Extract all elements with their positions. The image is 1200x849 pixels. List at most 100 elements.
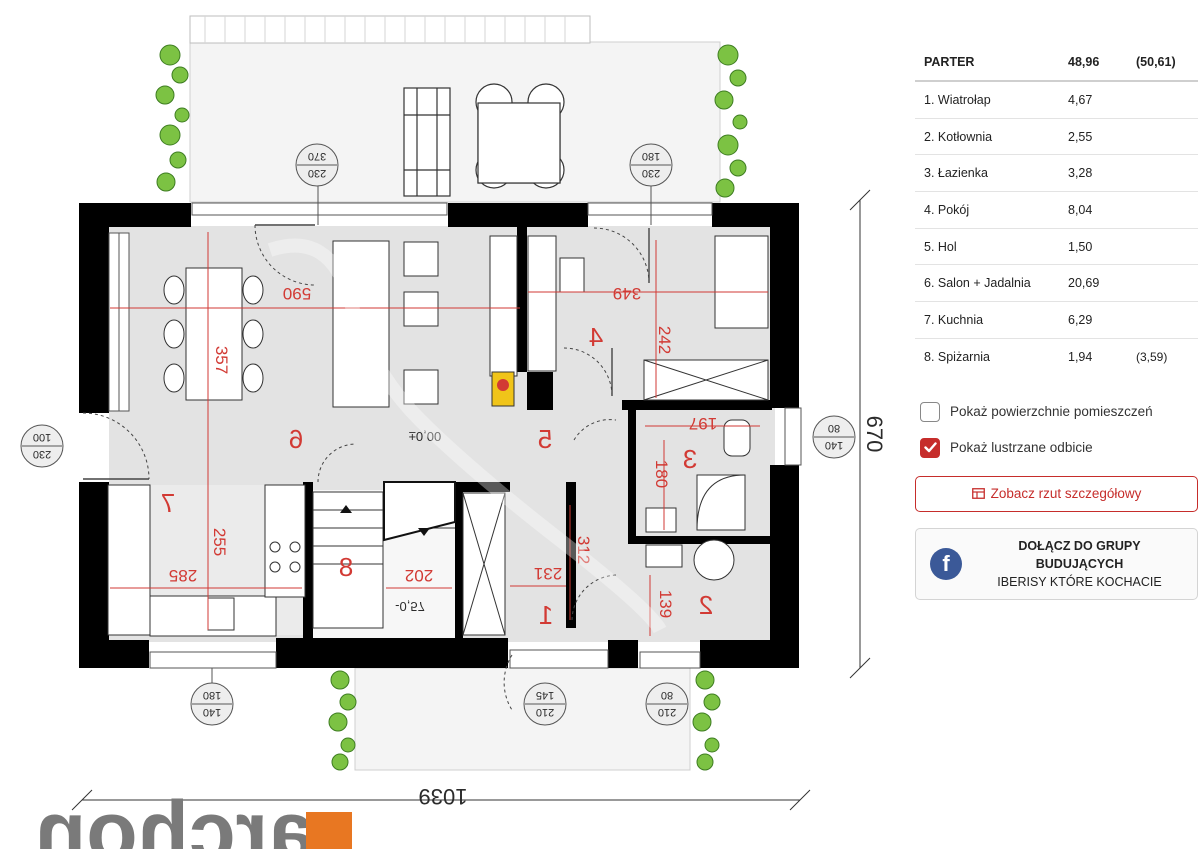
table-row: 1. Wiatrołap 4,67 — [915, 81, 1198, 119]
room-area: 8,04 — [1068, 191, 1136, 229]
room-number-6: 6 — [289, 424, 303, 454]
facebook-line-1: DOŁĄCZ DO GRUPY — [1018, 538, 1141, 553]
room-area-table: PARTER 48,96 (50,61) 1. Wiatrołap 4,67 2… — [915, 44, 1198, 375]
table-row: 6. Salon + Jadalnia 20,69 — [915, 264, 1198, 303]
table-row: 3. Łazienka 3,28 — [915, 154, 1198, 193]
floor-area-extra: (50,61) — [1136, 44, 1198, 82]
room-area-extra — [1136, 118, 1198, 156]
facebook-group-banner[interactable]: f DOŁĄCZ DO GRUPY BUDUJĄCYCH IBERISY KTÓ… — [915, 527, 1198, 600]
facebook-line-2: BUDUJĄCYCH — [1035, 556, 1124, 571]
mirror-checkbox[interactable] — [920, 437, 940, 458]
table-header-row: PARTER 48,96 (50,61) — [915, 44, 1198, 82]
table-row: 4. Pokój 8,04 — [915, 191, 1198, 229]
room-area-extra: (3,59) — [1136, 349, 1168, 364]
facebook-icon: f — [930, 547, 962, 580]
level-stair: -0,57 — [395, 599, 425, 614]
check-icon — [923, 442, 937, 453]
opening-6-bottom: 210 — [536, 706, 554, 718]
table-row: 2. Kotłownia 2,55 — [915, 118, 1198, 156]
room-area-extra — [1136, 264, 1198, 303]
mirror-label: Pokaż lustrzane odbicie — [950, 440, 1093, 455]
dim-242: 242 — [655, 326, 674, 354]
dim-255: 255 — [210, 528, 229, 556]
opening-labels: 370 230 180 230 100 230 80 140 180 1 — [20, 143, 856, 726]
room-number-5: 5 — [538, 424, 552, 454]
show-areas-label: Pokaż powierzchnie pomieszczeń — [950, 404, 1153, 419]
terrace-furniture — [403, 83, 565, 197]
dim-285: 285 — [169, 566, 197, 585]
facebook-line-3: IBERISY KTÓRE KOCHACIE — [997, 574, 1162, 589]
opening-7-bottom: 210 — [658, 706, 676, 718]
room-area: 4,67 — [1068, 81, 1136, 119]
plants — [155, 44, 748, 771]
opening-5-top: 180 — [203, 689, 221, 701]
opening-6-top: 145 — [536, 689, 554, 701]
room-area: 1,50 — [1068, 228, 1136, 266]
opening-1-bottom: 230 — [308, 167, 326, 179]
archon-logo: archon — [35, 784, 352, 849]
table-row: 5. Hol 1,50 — [915, 228, 1198, 266]
opening-5-bottom: 140 — [203, 706, 221, 718]
dim-139: 139 — [656, 590, 675, 618]
room-area: 3,28 — [1068, 154, 1136, 193]
room-area-extra — [1136, 228, 1198, 266]
dim-357: 357 — [212, 346, 231, 374]
room-name: 5. Hol — [915, 228, 1068, 266]
opening-4-bottom: 140 — [825, 439, 843, 451]
room-area: 6,29 — [1068, 301, 1136, 339]
floor-area: 48,96 — [1068, 44, 1136, 82]
show-areas-checkbox[interactable] — [920, 401, 940, 422]
opening-3-bottom: 230 — [33, 448, 51, 460]
detailed-plan-button[interactable]: Zobacz rzut szczegółowy — [915, 475, 1198, 512]
dim-349: 349 — [613, 284, 641, 303]
dim-197: 197 — [689, 414, 717, 433]
room-name: 8. Spiżarnia — [924, 349, 991, 364]
total-width: 1039 — [419, 784, 468, 809]
opening-2-bottom: 230 — [642, 167, 660, 179]
svg-text:archon: archon — [35, 784, 315, 849]
room-area: 2,55 — [1068, 118, 1136, 156]
room-name: 3. Łazienka — [915, 154, 1068, 193]
plan-icon — [971, 488, 985, 499]
room-name: 4. Pokój — [915, 191, 1068, 229]
table-row: 7. Kuchnia 6,29 — [915, 301, 1198, 339]
dim-590: 590 — [283, 284, 311, 303]
dim-202: 202 — [405, 566, 433, 585]
table-row: 8. Spiżarnia 1,94 (3,59) — [915, 338, 1198, 374]
side-panel: PARTER 48,96 (50,61) 1. Wiatrołap 4,67 2… — [915, 44, 1198, 600]
show-areas-option[interactable]: Pokaż powierzchnie pomieszczeń — [915, 394, 1198, 430]
room-name: 2. Kotłownia — [915, 118, 1068, 156]
dim-312: 312 — [574, 536, 593, 564]
walls — [79, 203, 799, 668]
level-main: ±0,00 — [409, 429, 441, 444]
opening-2-top: 180 — [642, 150, 660, 162]
room-area-extra — [1136, 81, 1198, 119]
total-height: 670 — [862, 416, 887, 453]
interior-furniture — [107, 235, 769, 637]
room-number-4: 4 — [589, 322, 603, 352]
room-area-extra — [1136, 154, 1198, 193]
opening-4-top: 80 — [828, 422, 840, 434]
opening-3-top: 100 — [33, 431, 51, 443]
opening-1-top: 370 — [308, 150, 326, 162]
dim-231: 231 — [534, 564, 562, 583]
room-number-8: 8 — [339, 552, 353, 582]
floor-plan: 1 2 3 4 5 6 7 8 590 349 242 357 197 180 … — [20, 15, 887, 849]
room-number-2: 2 — [699, 590, 713, 620]
front-terrace — [354, 667, 691, 771]
room-number-3: 3 — [683, 444, 697, 474]
room-name: 6. Salon + Jadalnia — [915, 264, 1068, 303]
room-number-1: 1 — [539, 600, 553, 630]
room-area-extra — [1136, 301, 1198, 339]
room-name: 7. Kuchnia — [915, 301, 1068, 339]
room-area: 20,69 — [1068, 264, 1136, 303]
detailed-plan-label: Zobacz rzut szczegółowy — [990, 486, 1142, 501]
room-area: 1,94 — [1068, 349, 1093, 364]
room-name: 1. Wiatrołap — [915, 81, 1068, 119]
floor-name: PARTER — [915, 44, 1068, 82]
room-number-7: 7 — [161, 488, 175, 518]
opening-7-top: 80 — [661, 689, 673, 701]
watermark — [267, 238, 667, 634]
mirror-option[interactable]: Pokaż lustrzane odbicie — [915, 430, 1198, 466]
rear-terrace — [189, 41, 721, 203]
